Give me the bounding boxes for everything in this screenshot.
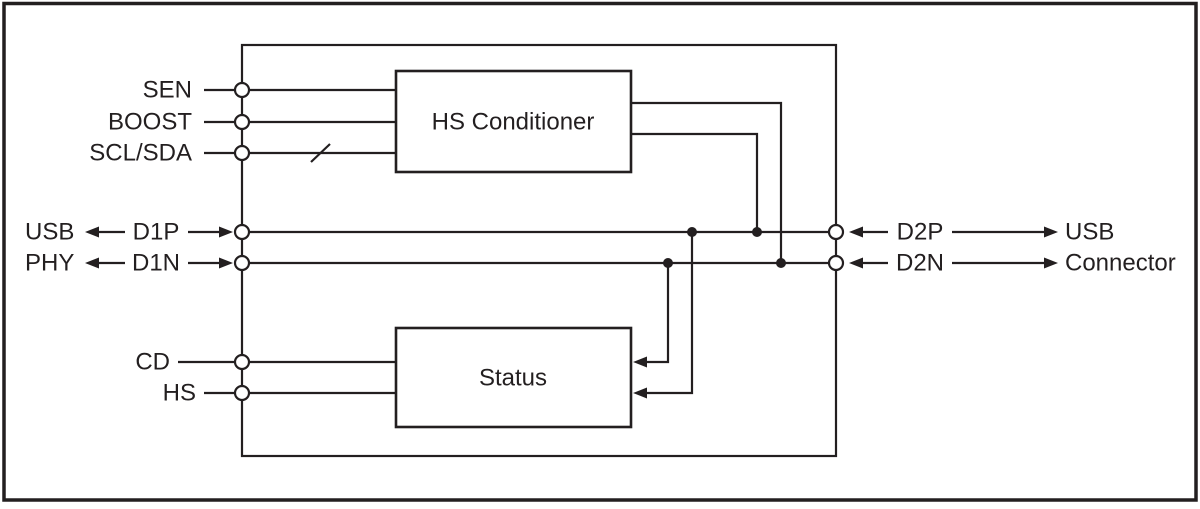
hs-pin-circle xyxy=(233,384,251,402)
d2p-label: D2P xyxy=(897,219,944,246)
junction-dot xyxy=(687,227,697,237)
hs-conditioner-out-to-d1p-wire xyxy=(631,132,759,232)
junction-dot xyxy=(752,227,762,237)
chip-outline xyxy=(240,43,838,458)
usb-connector-label-line2: Connector xyxy=(1065,250,1176,277)
sen-pin-circle xyxy=(233,81,251,99)
boost-pin-circle xyxy=(233,113,251,131)
hs-conditioner-label: HS Conditioner xyxy=(432,109,595,136)
arrow-to-usb-phy-icon xyxy=(85,257,99,269)
d1n-label: D1N xyxy=(132,250,180,277)
d1p-label: D1P xyxy=(133,219,180,246)
arrow-to-usb-connector-icon xyxy=(1044,257,1058,269)
status-input-arrow-icon xyxy=(633,356,647,368)
hs-conditioner-block xyxy=(394,69,633,174)
usb-phy-label-line2: PHY xyxy=(25,250,74,277)
d2n-pin-circle xyxy=(827,254,845,272)
arrow-to-usb-phy-icon xyxy=(85,226,99,238)
hs-label: HS xyxy=(163,380,196,407)
arrow-to-d1n-pin-icon xyxy=(219,257,233,269)
d1n-to-status-wire xyxy=(647,263,670,364)
sen-label: SEN xyxy=(143,77,192,104)
scl-sda-pin-circle xyxy=(233,144,251,162)
arrow-to-d2n-pin-icon xyxy=(849,257,863,269)
d1p-pin-circle xyxy=(233,223,251,241)
d1n-pin-circle xyxy=(233,254,251,272)
usb-phy-label-line1: USB xyxy=(25,219,74,246)
status-label: Status xyxy=(479,365,547,392)
bus-slash-icon xyxy=(310,143,331,163)
usb-connector-label-line1: USB xyxy=(1065,219,1114,246)
status-block xyxy=(394,326,633,429)
scl-sda-label: SCL/SDA xyxy=(89,140,192,167)
arrow-to-d1p-pin-icon xyxy=(219,226,233,238)
d1p-to-status-wire xyxy=(647,232,694,395)
cd-label: CD xyxy=(135,349,170,376)
d2n-label: D2N xyxy=(896,250,944,277)
junction-dot xyxy=(776,258,786,268)
arrow-to-d2p-pin-icon xyxy=(849,226,863,238)
hs-conditioner-out-to-d1n-wire xyxy=(631,101,783,263)
d2p-pin-circle xyxy=(827,223,845,241)
status-input-arrow-icon xyxy=(633,387,647,399)
junction-dot xyxy=(663,258,673,268)
arrow-to-usb-connector-icon xyxy=(1044,226,1058,238)
cd-pin-circle xyxy=(233,353,251,371)
boost-label: BOOST xyxy=(108,109,192,136)
